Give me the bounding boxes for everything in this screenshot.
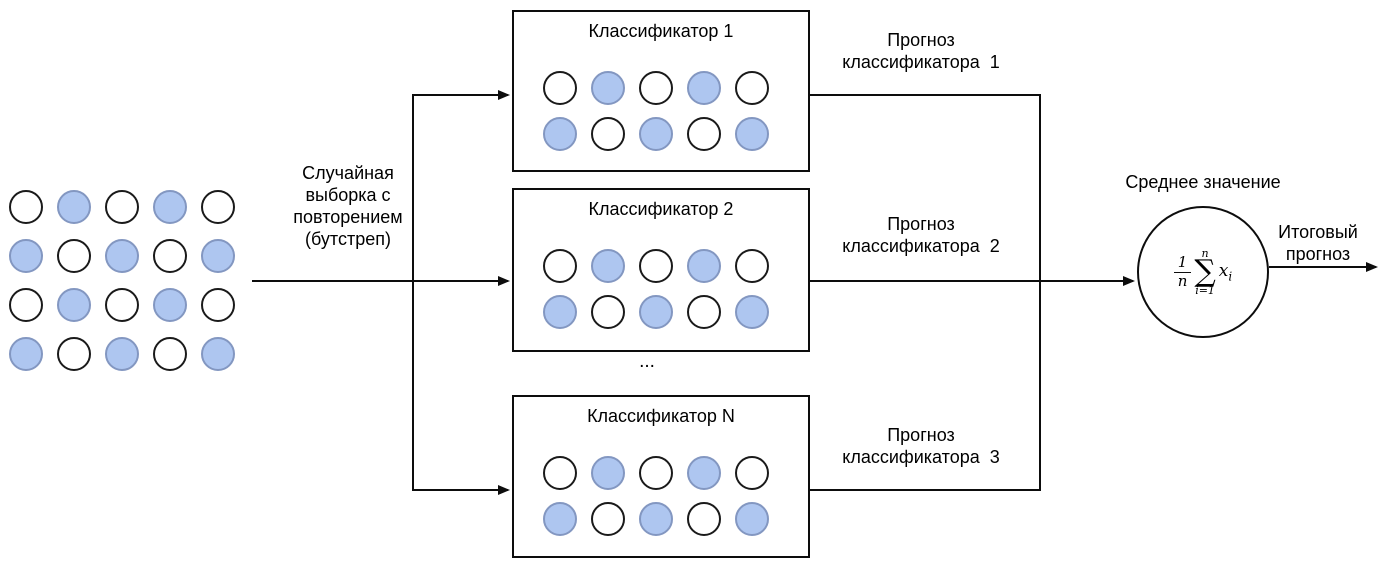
data-point-blue	[591, 249, 625, 283]
data-point-blue	[201, 239, 235, 273]
data-point-white	[543, 71, 577, 105]
term-variable: x	[1218, 260, 1229, 281]
data-point-white	[153, 239, 187, 273]
data-point-white	[105, 190, 139, 224]
data-point-blue	[591, 71, 625, 105]
data-point-white	[57, 239, 91, 273]
classifier-n-sample	[543, 456, 769, 536]
data-point-blue	[105, 239, 139, 273]
aggregator-label: Среднее значение	[1125, 172, 1281, 192]
data-point-blue	[153, 288, 187, 322]
data-point-blue	[639, 295, 673, 329]
classifier-box-1: Классификатор 1	[512, 10, 810, 172]
data-point-white	[591, 502, 625, 536]
data-point-white	[687, 295, 721, 329]
classifier-2-title: Классификатор 2	[588, 199, 734, 219]
data-point-white	[591, 295, 625, 329]
data-point-blue	[735, 502, 769, 536]
data-point-white	[735, 456, 769, 490]
data-point-white	[639, 249, 673, 283]
data-point-white	[9, 190, 43, 224]
data-point-white	[639, 71, 673, 105]
classifier-box-n: Классификатор N	[512, 395, 810, 558]
prediction-label-1: Прогноз классификатора 1	[842, 30, 1000, 72]
classifier-1-sample	[543, 71, 769, 151]
data-point-blue	[687, 456, 721, 490]
formula-term: xi	[1219, 261, 1232, 283]
data-point-blue	[9, 239, 43, 273]
data-point-white	[687, 502, 721, 536]
data-point-blue	[57, 190, 91, 224]
data-point-white	[201, 288, 235, 322]
source-dataset	[9, 190, 235, 371]
aggregator-circle: 1 n n ∑ i=1 xi	[1137, 206, 1269, 338]
fraction-numerator: 1	[1173, 254, 1192, 273]
data-point-blue	[543, 295, 577, 329]
sum-upper-limit: n	[1201, 247, 1209, 261]
classifier-box-2: Классификатор 2	[512, 188, 810, 352]
data-point-white	[591, 117, 625, 151]
output-label: Итоговый прогноз	[1278, 222, 1358, 264]
data-point-blue	[543, 502, 577, 536]
data-point-white	[105, 288, 139, 322]
sum-lower-limit: i=1	[1195, 283, 1215, 297]
data-point-white	[9, 288, 43, 322]
data-point-white	[57, 337, 91, 371]
data-point-blue	[687, 71, 721, 105]
data-point-blue	[153, 190, 187, 224]
data-point-white	[735, 71, 769, 105]
data-point-blue	[9, 337, 43, 371]
sigma-icon: ∑	[1194, 254, 1216, 290]
data-point-blue	[735, 295, 769, 329]
formula-summation: n ∑ i=1	[1194, 248, 1215, 296]
data-point-blue	[735, 117, 769, 151]
data-point-white	[543, 249, 577, 283]
prediction-label-2: Прогноз классификатора 2	[842, 214, 1000, 256]
data-point-white	[153, 337, 187, 371]
bootstrap-label: Случайная выборка с повторением (бутстре…	[293, 163, 403, 249]
data-point-blue	[543, 117, 577, 151]
classifier-n-title: Классификатор N	[587, 406, 735, 426]
data-point-blue	[105, 337, 139, 371]
data-point-blue	[639, 117, 673, 151]
ellipsis: ...	[639, 351, 655, 372]
classifier-2-sample	[543, 249, 769, 329]
data-point-white	[687, 117, 721, 151]
data-point-blue	[201, 337, 235, 371]
prediction-label-3: Прогноз классификатора 3	[842, 425, 1000, 467]
term-subscript: i	[1228, 269, 1233, 284]
data-point-white	[201, 190, 235, 224]
data-point-blue	[591, 456, 625, 490]
formula-fraction: 1 n	[1173, 254, 1192, 290]
data-point-blue	[57, 288, 91, 322]
data-point-white	[639, 456, 673, 490]
data-point-blue	[639, 502, 673, 536]
data-point-white	[735, 249, 769, 283]
classifier-1-title: Классификатор 1	[588, 21, 734, 41]
data-point-blue	[687, 249, 721, 283]
fraction-denominator: n	[1177, 271, 1188, 290]
data-point-white	[543, 456, 577, 490]
